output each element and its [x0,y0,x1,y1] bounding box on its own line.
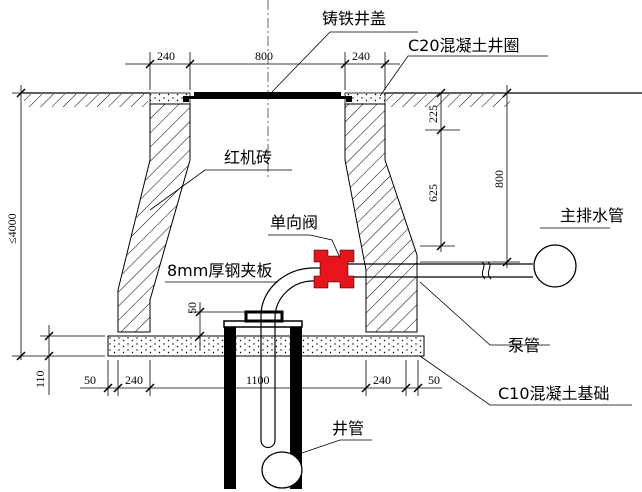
dim-top [125,52,400,90]
label-steel-plate: 8mm厚钢夹板 [167,261,273,280]
dim-text-bot-240-left: 240 [125,373,143,387]
dim-text-top-right: 240 [352,49,370,63]
dim-text-top-mid: 800 [255,49,273,63]
dim-text-bot-50-right: 50 [428,373,440,387]
dim-text-225: 225 [426,105,440,123]
label-check-valve: 单向阀 [270,213,319,232]
dim-text-depth: ≤4000 [5,213,19,244]
dim-text-top-left: 240 [157,49,175,63]
leader-lines [149,31,632,456]
label-main-drain: 主排水管 [560,206,625,225]
label-c20-ring: C20混凝土井圈 [408,36,520,55]
c10-base [107,335,425,357]
label-cast-iron-cover: 铸铁井盖 [322,9,387,28]
main-drain-pipe [348,244,577,288]
cast-iron-cover [183,92,352,102]
check-valve [313,249,355,289]
well-pipe [223,310,303,489]
dim-text-bot-1100: 1100 [246,373,270,387]
label-well-pipe: 井管 [332,419,365,438]
label-pump-pipe: 泵管 [508,336,541,355]
label-red-brick: 红机砖 [224,148,273,167]
dim-text-bot-50-left: 50 [84,373,96,387]
label-c10-base: C10混凝土基础 [498,384,610,403]
dim-text-110: 110 [33,370,47,388]
dim-text-800: 800 [492,170,506,188]
dim-text-bot-240-right: 240 [373,373,391,387]
dim-bottom [80,360,442,396]
dim-text-plate-50: 50 [185,302,199,314]
brick-wall-right [344,103,418,333]
dim-text-625: 625 [426,184,440,202]
dim-plate [190,302,246,350]
brick-wall-left [117,103,191,333]
dim-right [390,85,520,268]
dim-left [12,85,105,395]
ground-surface [22,92,642,107]
